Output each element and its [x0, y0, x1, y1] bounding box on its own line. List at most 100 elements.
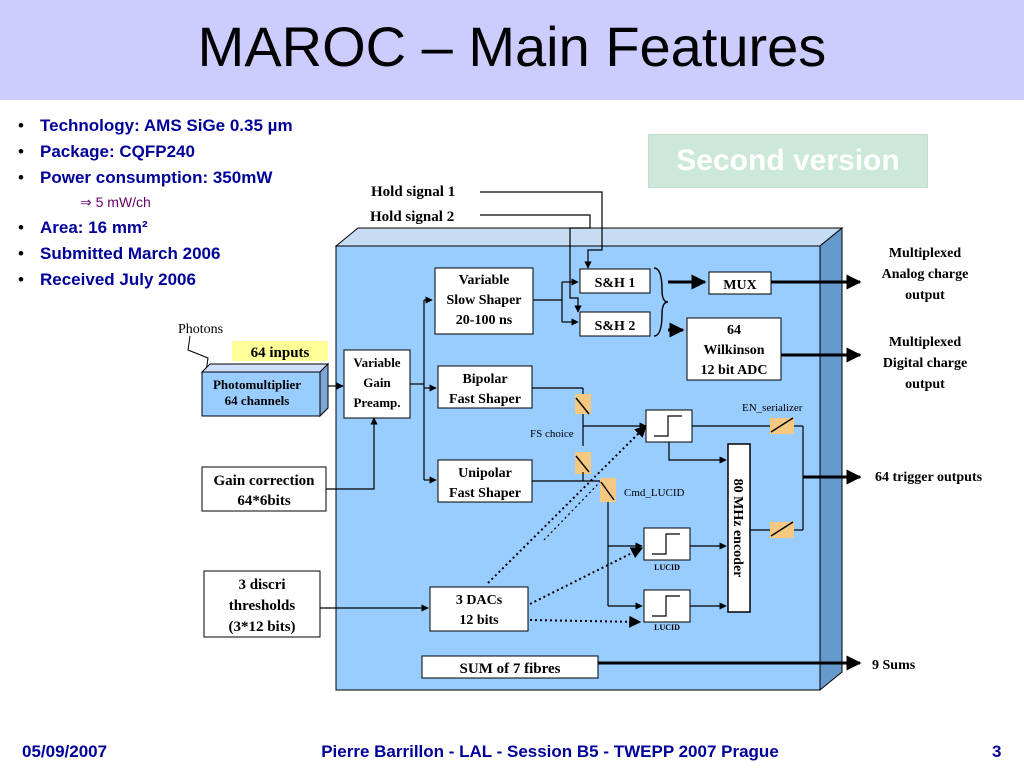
- feature-package: Package: CQFP240: [40, 142, 195, 161]
- feature-technology: Technology: AMS SiGe 0.35 µm: [40, 116, 293, 135]
- dac-threshold-lucid-2: [529, 615, 642, 628]
- discri-main-box: [645, 409, 693, 443]
- chip-top-face: [334, 227, 844, 247]
- footer-page-number: 3: [992, 742, 1002, 761]
- out-digital-line1: Multiplexed: [889, 335, 962, 350]
- pmt-top: [200, 363, 330, 373]
- feature-submitted: Submitted March 2006: [40, 244, 221, 263]
- discri-thresholds-box: [203, 570, 321, 638]
- cmd-lucid-dotted: [543, 481, 601, 541]
- feature-item: •Received July 2006: [18, 270, 196, 289]
- footer-date: 05/09/2007: [22, 742, 108, 761]
- hold-signal-2-line: [480, 214, 591, 313]
- fs-switch-1: [575, 397, 590, 415]
- preamp-box: [343, 349, 411, 419]
- feature-power-per-channel: ⇒ 5 mW/ch: [80, 194, 151, 210]
- adc-label-line2: Wilkinson: [703, 343, 764, 358]
- feature-item: •Package: CQFP240: [18, 142, 195, 161]
- slow-shaper-line3: 20-100 ns: [456, 313, 513, 328]
- inputs-64-label: 64 inputs: [251, 345, 310, 361]
- dac-threshold-lucid-1: [529, 547, 644, 605]
- out-analog-line3: output: [905, 288, 945, 303]
- feature-item: •Technology: AMS SiGe 0.35 µm: [18, 116, 293, 135]
- lucid-discri-1-box: [643, 527, 691, 561]
- dacs-box: [429, 586, 529, 632]
- slow-shaper-line2: Slow Shaper: [446, 293, 521, 308]
- gain-correction-box: [201, 466, 327, 512]
- bipolar-label-line1: Bipolar: [462, 372, 507, 387]
- hold-signal-1-label: Hold signal 1: [371, 184, 455, 200]
- preamp-label-line2: Gain: [363, 375, 391, 390]
- sh2-label: S&H 2: [595, 319, 636, 334]
- adc-label-line3: 12 bit ADC: [701, 363, 768, 378]
- encoder-label: 80 MHz encoder: [730, 479, 745, 578]
- unipolar-label-line2: Fast Shaper: [449, 486, 521, 501]
- adc-label-line1: 64: [727, 323, 741, 338]
- sh1-box: [579, 268, 651, 294]
- fs-choice-label: FS choice: [530, 428, 574, 440]
- photons-label: Photons: [178, 322, 223, 337]
- preamp-label-line1: Variable: [353, 355, 400, 370]
- discri-label-line1: 3 discri: [238, 577, 285, 593]
- cmd-lucid-switch: [600, 481, 615, 501]
- dacs-label-line2: 12 bits: [459, 613, 499, 628]
- out-trigger-label: 64 trigger outputs: [875, 470, 983, 485]
- lucid-1-label: LUCID: [654, 563, 680, 572]
- chip-side-face: [819, 226, 843, 692]
- title-band: [0, 0, 1024, 100]
- preamp-label-line3: Preamp.: [353, 395, 400, 410]
- out-digital-line3: output: [905, 377, 945, 392]
- discri-main-symbol: [654, 415, 682, 437]
- photomultiplier-label-line1: Photomultiplier: [213, 377, 301, 392]
- lucid-discri-2-box: [643, 589, 691, 623]
- inputs-64-badge: [232, 341, 328, 361]
- bipolar-box: [437, 365, 533, 409]
- bipolar-label-line2: Fast Shaper: [449, 392, 521, 407]
- photomultiplier-label-line2: 64 channels: [225, 393, 290, 408]
- discri-label-line3: (3*12 bits): [228, 619, 295, 635]
- feature-item: •Area: 16 mm²: [18, 218, 148, 237]
- dac-threshold-main: [487, 425, 647, 584]
- adc-box: [686, 317, 782, 381]
- feature-subitem: ⇒ 5 mW/ch: [18, 194, 293, 218]
- photon-zigzag: [187, 335, 209, 373]
- slide-title: MAROC – Main Features: [197, 15, 827, 78]
- cmd-lucid-label: Cmd_LUCID: [624, 487, 685, 499]
- feature-power: Power consumption: 350mW: [40, 168, 273, 187]
- lucid-discri-1-symbol: [652, 533, 680, 555]
- sh2-box: [579, 311, 651, 337]
- second-version-badge: Second version: [648, 134, 928, 188]
- gain-correction-label-line2: 64*6bits: [237, 493, 291, 509]
- out-digital-line2: Digital charge: [883, 356, 967, 371]
- sum-label: SUM of 7 fibres: [460, 661, 561, 677]
- feature-list: •Technology: AMS SiGe 0.35 µm •Package: …: [18, 116, 293, 296]
- out-analog-line1: Multiplexed: [889, 246, 962, 261]
- photomultiplier-box: [201, 371, 321, 417]
- sh-brace: [653, 267, 669, 337]
- pmt-side: [319, 362, 329, 418]
- discri-main-to-encoder: [668, 442, 727, 464]
- feature-area: Area: 16 mm²: [40, 218, 148, 237]
- unipolar-label-line1: Unipolar: [458, 466, 512, 481]
- en-serializer-label: EN_serializer: [742, 402, 803, 414]
- gain-correction-label-line1: Gain correction: [214, 473, 316, 489]
- en-switch: [770, 417, 794, 433]
- hold-signal-1-line: [480, 191, 603, 269]
- enc-switch: [770, 521, 794, 537]
- fs-switch-2: [575, 455, 590, 473]
- footer-presenter: Pierre Barrillon - LAL - Session B5 - TW…: [321, 742, 779, 761]
- out-sums-label: 9 Sums: [872, 658, 916, 673]
- unipolar-box: [437, 459, 533, 503]
- encoder-box: [727, 443, 751, 613]
- slow-shaper-box: [434, 267, 534, 335]
- feature-received: Received July 2006: [40, 270, 196, 289]
- hold-signal-2-label: Hold signal 2: [370, 209, 454, 225]
- lucid-discri-2-symbol: [652, 595, 680, 617]
- mux-label: MUX: [723, 278, 756, 293]
- lucid-2-label: LUCID: [654, 623, 680, 632]
- sh1-label: S&H 1: [595, 276, 636, 291]
- dacs-label-line1: 3 DACs: [456, 593, 503, 608]
- fs-switch-1-bg: [575, 394, 591, 414]
- feature-item: •Power consumption: 350mW: [18, 168, 273, 187]
- sum-box: [421, 655, 599, 679]
